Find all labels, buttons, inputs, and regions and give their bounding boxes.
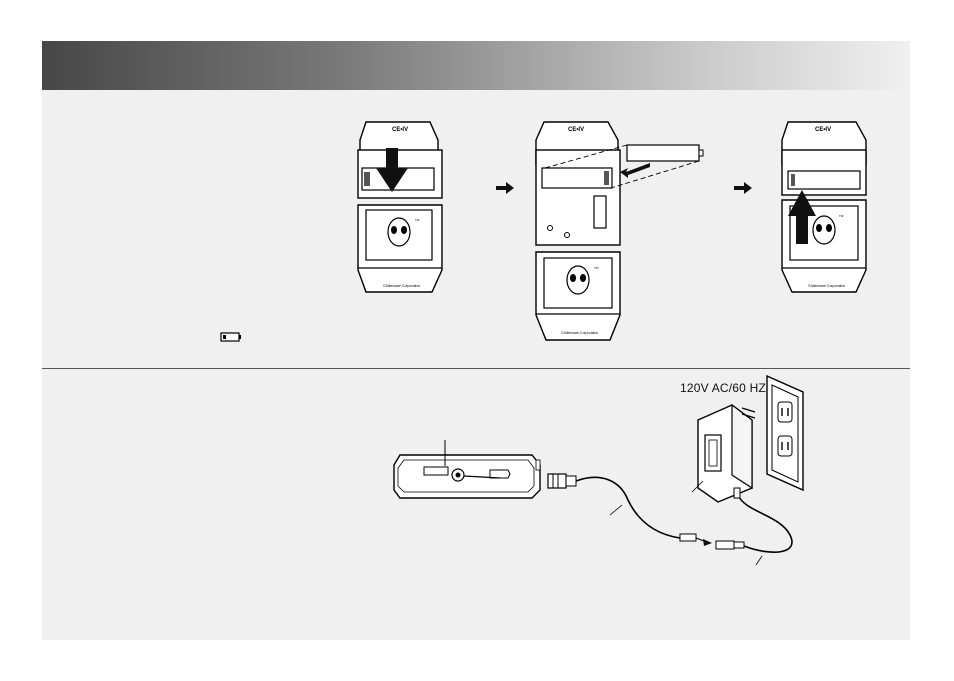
- barrel-connector: [680, 534, 744, 549]
- connect-arrow-icon: [703, 539, 712, 546]
- device-1-logo-tm: TM: [415, 218, 420, 222]
- dc-plug: [548, 474, 576, 488]
- ac-adapter: [692, 405, 755, 502]
- device-step-2: CE•IV ©Alienware Corporation TM: [536, 122, 703, 340]
- device-2-brand: CE•IV: [568, 127, 584, 133]
- device-3-footer: ©Alienware Corporation: [808, 284, 845, 288]
- arrow-right-icon: [496, 182, 514, 194]
- wall-outlet: [767, 376, 803, 490]
- device-2-logo-tm: TM: [594, 266, 599, 270]
- device-3-brand: CE•IV: [815, 127, 831, 133]
- device-step-3: CE•IV ©Alienware Corporation TM: [782, 122, 866, 292]
- device-2-footer: ©Alienware Corporation: [561, 331, 598, 335]
- battery-cell: [627, 145, 699, 161]
- device-1-footer: ©Alienware Corporation: [383, 284, 420, 288]
- arrow-right-icon: [734, 182, 752, 194]
- cable: [576, 477, 680, 538]
- device-1-brand: CE•IV: [392, 127, 408, 133]
- device-side-view: [394, 440, 540, 498]
- device-3-logo-tm: TM: [839, 214, 844, 218]
- device-step-1: CE•IV ©Alienware Corporation TM: [358, 122, 442, 292]
- battery-icon: [221, 333, 241, 341]
- adapter-cable: [738, 495, 792, 552]
- insert-arrow-icon: [620, 163, 650, 178]
